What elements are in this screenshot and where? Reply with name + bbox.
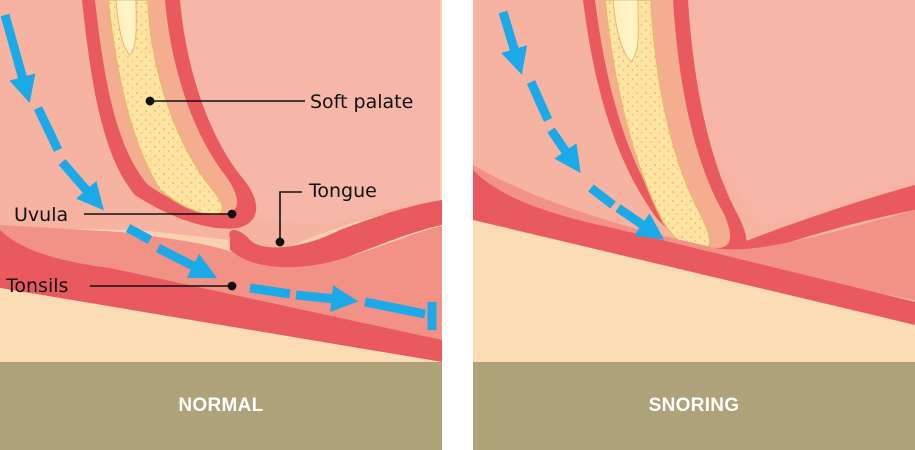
tongue — [229, 200, 442, 268]
palate-bone-texture — [605, 0, 710, 250]
palate-core — [115, 0, 137, 56]
label-leaders — [84, 96, 305, 291]
snoring-panel: SNORING — [473, 0, 915, 450]
airflow-arrows — [0, 13, 437, 330]
palate-bone-texture — [108, 0, 223, 215]
tonsils-label: Tonsils — [5, 275, 68, 297]
normal-airway-diagram: Soft palate Tongue Uvula Tonsils — [0, 0, 442, 362]
collapsed-tissue — [473, 165, 915, 300]
pharyngeal-wall — [0, 230, 442, 362]
snoring-airway-diagram — [473, 0, 915, 362]
airflow-arrows — [498, 10, 665, 240]
pharyngeal-wall — [473, 170, 915, 325]
normal-panel: Soft palate Tongue Uvula Tonsils NORMAL — [0, 0, 442, 450]
uvula-label: Uvula — [14, 204, 68, 226]
palate-core — [612, 0, 639, 63]
normal-caption: NORMAL — [0, 362, 442, 450]
soft-palate-label: Soft palate — [310, 91, 413, 113]
neck-skin — [473, 220, 915, 362]
snoring-caption: SNORING — [473, 362, 915, 450]
neck-skin — [0, 288, 442, 362]
tongue — [723, 185, 915, 258]
tongue-label: Tongue — [308, 180, 377, 202]
oral-cavity — [643, 0, 915, 225]
